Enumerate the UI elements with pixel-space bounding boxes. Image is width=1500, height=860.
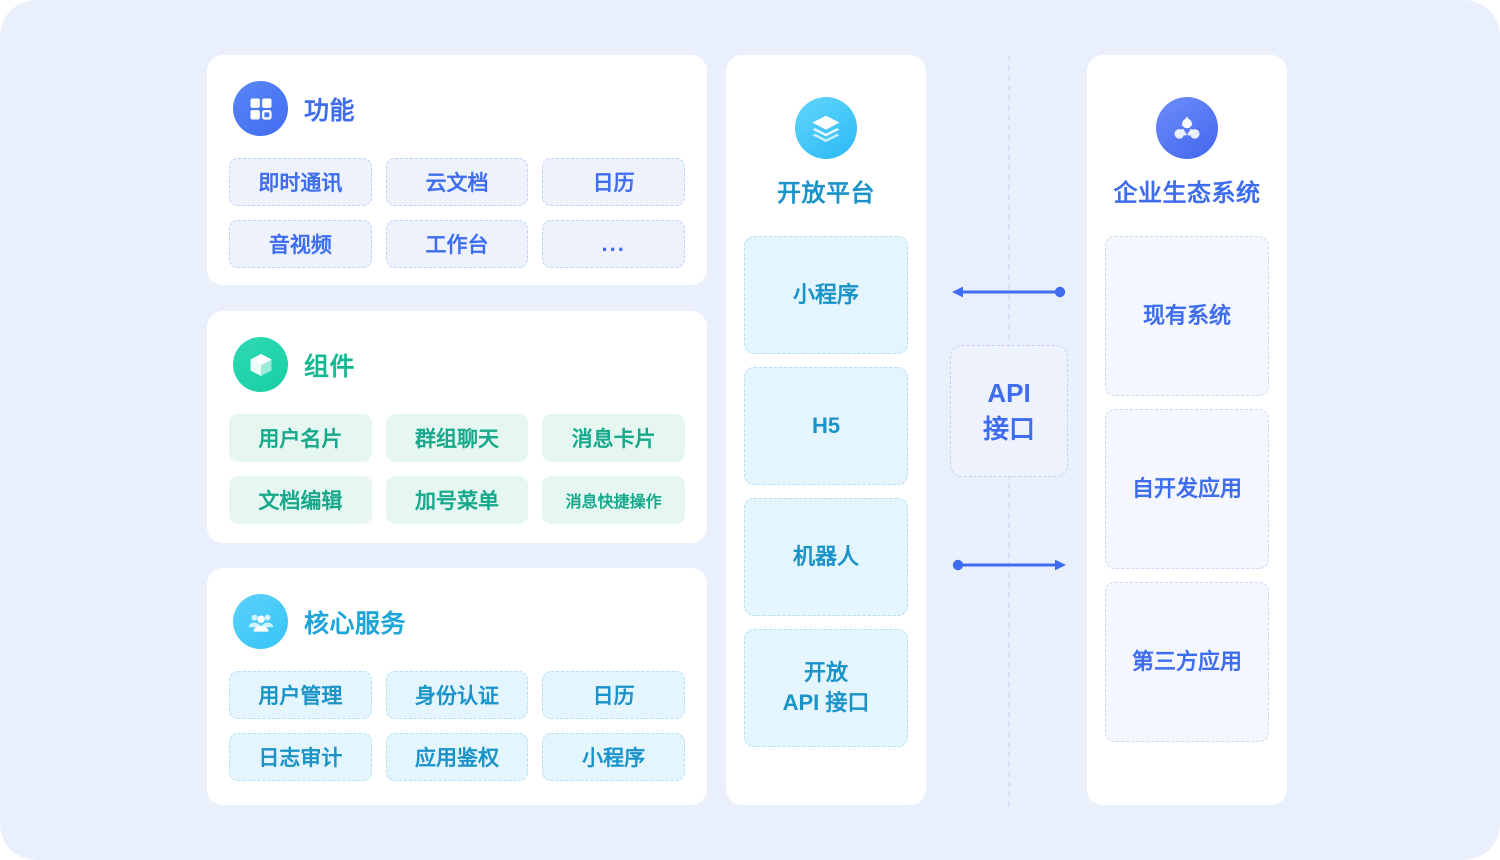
tag-item[interactable]: 加号菜单 [385, 476, 529, 524]
column-header: 企业生态系统 [1105, 97, 1269, 208]
ecosystem-block[interactable]: 现有系统 [1105, 236, 1269, 396]
tag-item[interactable]: 消息卡片 [542, 414, 685, 462]
layers-icon [795, 97, 857, 159]
cube-icon [233, 337, 288, 392]
card-title: 功能 [304, 96, 356, 125]
api-label-line2: 接口 [982, 414, 1035, 444]
platform-block[interactable]: 机器人 [744, 498, 908, 616]
tag-item[interactable]: 身份认证 [385, 671, 529, 719]
tag-item[interactable]: 日志审计 [229, 733, 372, 781]
platform-block[interactable]: 开放 API 接口 [744, 629, 908, 747]
tag-grid: 用户名片 群组聊天 消息卡片 文档编辑 加号菜单 消息快捷操作 [229, 414, 685, 524]
tag-item[interactable]: 应用鉴权 [385, 733, 529, 781]
card-header: 核心服务 [233, 594, 685, 649]
users-group-icon [233, 594, 288, 649]
ecosystem-block-list: 现有系统 自开发应用 第三方应用 [1105, 236, 1269, 742]
card-open-platform: 开放平台 小程序 H5 机器人 开放 API 接口 [726, 55, 926, 805]
tag-item[interactable]: 用户名片 [229, 414, 372, 462]
card-enterprise-ecosystem: 企业生态系统 现有系统 自开发应用 第三方应用 [1087, 55, 1287, 805]
tag-item[interactable]: 日历 [542, 671, 685, 719]
card-function: 功能 即时通讯 云文档 日历 音视频 工作台 ... [207, 55, 707, 285]
tag-item[interactable]: 音视频 [229, 220, 372, 268]
card-title: 核心服务 [304, 609, 407, 638]
platform-block[interactable]: H5 [744, 367, 908, 485]
platform-block-list: 小程序 H5 机器人 开放 API 接口 [744, 236, 908, 747]
tag-item[interactable]: 云文档 [385, 158, 529, 206]
column-header: 开放平台 [744, 97, 908, 208]
ecosystem-block[interactable]: 自开发应用 [1105, 409, 1269, 569]
api-label-line1: API [987, 377, 1031, 408]
grid-icon [233, 81, 288, 136]
tag-item[interactable]: 即时通讯 [229, 158, 372, 206]
platform-block[interactable]: 小程序 [744, 236, 908, 354]
card-component: 组件 用户名片 群组聊天 消息卡片 文档编辑 加号菜单 消息快捷操作 [207, 311, 707, 543]
share-nodes-icon [1156, 97, 1218, 159]
tag-grid: 用户管理 身份认证 日历 日志审计 应用鉴权 小程序 [229, 671, 685, 781]
tag-item[interactable]: 工作台 [385, 220, 529, 268]
card-title: 组件 [304, 352, 356, 381]
card-header: 功能 [233, 81, 685, 136]
arrow-left-icon [950, 285, 1068, 299]
card-header: 组件 [233, 337, 685, 392]
tag-item[interactable]: 日历 [542, 158, 685, 206]
api-box[interactable]: API 接口 [950, 345, 1068, 477]
tag-item[interactable]: 用户管理 [229, 671, 372, 719]
tag-item[interactable]: 群组聊天 [385, 414, 529, 462]
card-core-services: 核心服务 用户管理 身份认证 日历 日志审计 应用鉴权 小程序 [207, 568, 707, 805]
column-title: 企业生态系统 [1113, 180, 1261, 207]
tag-item[interactable]: 消息快捷操作 [542, 476, 685, 524]
ecosystem-block[interactable]: 第三方应用 [1105, 582, 1269, 742]
arrow-right-icon [950, 558, 1068, 572]
tag-item[interactable]: 小程序 [542, 733, 685, 781]
tag-item-more[interactable]: ... [542, 220, 685, 268]
tag-item[interactable]: 文档编辑 [229, 476, 372, 524]
tag-grid: 即时通讯 云文档 日历 音视频 工作台 ... [229, 158, 685, 268]
api-connector: API 接口 [950, 280, 1070, 580]
column-title: 开放平台 [777, 180, 875, 207]
